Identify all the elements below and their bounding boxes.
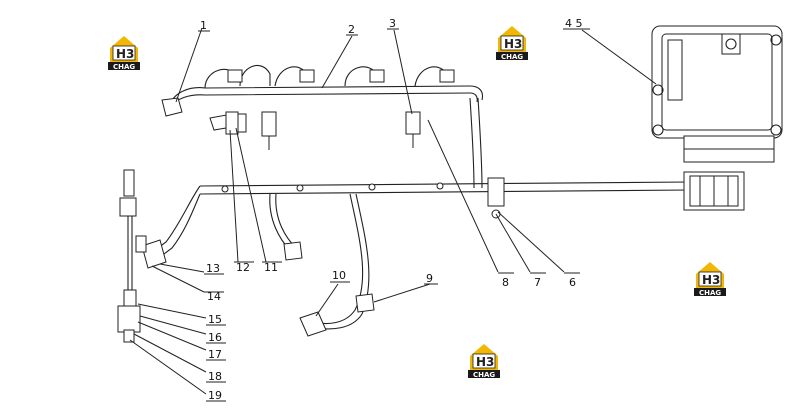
injector-plug bbox=[261, 111, 277, 150]
callout-7: 7 bbox=[534, 276, 541, 289]
callout-11: 11 bbox=[264, 261, 278, 274]
callout-16: 16 bbox=[208, 331, 222, 344]
sensor-3 bbox=[405, 111, 421, 148]
callout-12: 12 bbox=[236, 261, 250, 274]
watermark-logo: H3 CHAG bbox=[108, 36, 140, 71]
callout-19: 19 bbox=[208, 389, 222, 402]
watermark-logo: H3 CHAG bbox=[694, 262, 726, 297]
branch-connector-10 bbox=[299, 311, 327, 337]
svg-text:CHAG: CHAG bbox=[501, 53, 523, 61]
svg-text:CHAG: CHAG bbox=[699, 289, 721, 297]
callout-3: 3 bbox=[389, 17, 396, 30]
callout-18: 18 bbox=[208, 370, 222, 383]
callout-1: 1 bbox=[200, 19, 207, 32]
injector-connector bbox=[227, 69, 243, 83]
main-harness bbox=[149, 171, 745, 337]
callout-4-5: 4 5 bbox=[565, 17, 583, 30]
watermark-logo: H3 CHAG bbox=[468, 344, 500, 379]
left-sensor-assembly bbox=[117, 169, 167, 343]
sensor-12-11 bbox=[209, 111, 247, 135]
injector-connector bbox=[299, 69, 315, 83]
callout-8: 8 bbox=[502, 276, 509, 289]
svg-text:H3: H3 bbox=[504, 37, 522, 51]
svg-text:H3: H3 bbox=[702, 273, 720, 287]
leader-lines bbox=[129, 27, 657, 395]
svg-text:CHAG: CHAG bbox=[113, 63, 135, 71]
harness-end-connector bbox=[161, 97, 183, 117]
callout-13: 13 bbox=[206, 262, 220, 275]
watermark-logo: H3 CHAG bbox=[496, 26, 528, 61]
sensor-13 bbox=[141, 239, 167, 269]
callout-2: 2 bbox=[348, 23, 355, 36]
callout-9: 9 bbox=[426, 272, 433, 285]
ecu-module bbox=[651, 25, 783, 163]
branch-connector bbox=[283, 241, 303, 261]
callout-10: 10 bbox=[332, 269, 346, 282]
injector-connector bbox=[439, 69, 455, 83]
callouts: 1 2 3 4 5 6 7 8 9 10 11 12 13 14 15 16 1… bbox=[198, 17, 590, 402]
callout-14: 14 bbox=[207, 290, 221, 303]
branch-connector-9 bbox=[355, 293, 375, 313]
injector-harness bbox=[161, 64, 484, 189]
svg-text:H3: H3 bbox=[476, 355, 494, 369]
svg-text:H3: H3 bbox=[116, 47, 134, 61]
callout-6: 6 bbox=[569, 276, 576, 289]
svg-text:CHAG: CHAG bbox=[473, 371, 495, 379]
callout-17: 17 bbox=[208, 348, 222, 361]
callout-15: 15 bbox=[208, 313, 222, 326]
injector-connector bbox=[369, 69, 385, 83]
